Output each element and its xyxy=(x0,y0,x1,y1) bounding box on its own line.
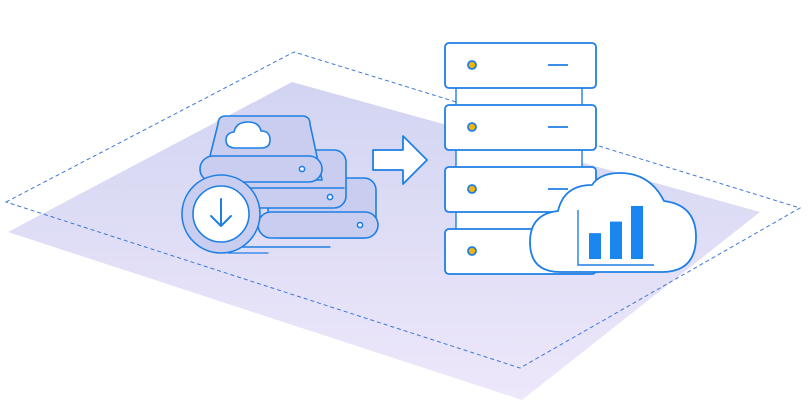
cloud-icon xyxy=(225,121,271,149)
status-led xyxy=(467,184,477,194)
chart-bar xyxy=(610,221,622,259)
server-units xyxy=(444,42,597,275)
server-unit xyxy=(444,42,597,89)
status-led xyxy=(467,122,477,132)
server-unit xyxy=(444,166,597,213)
cloud-analytics-icon xyxy=(529,172,697,273)
arrow-right-icon xyxy=(372,135,428,185)
server-rack-icon xyxy=(444,42,597,275)
chart-bar xyxy=(631,205,643,259)
drive-front xyxy=(199,115,323,183)
status-led xyxy=(467,246,477,256)
server-unit xyxy=(444,104,597,151)
download-icon xyxy=(181,174,261,254)
platform-dashed-outline xyxy=(4,51,802,369)
bar-chart-icon xyxy=(577,205,654,266)
status-led xyxy=(467,60,477,70)
cloud-drive-stack-icon xyxy=(181,115,379,254)
chart-bar xyxy=(589,233,601,259)
